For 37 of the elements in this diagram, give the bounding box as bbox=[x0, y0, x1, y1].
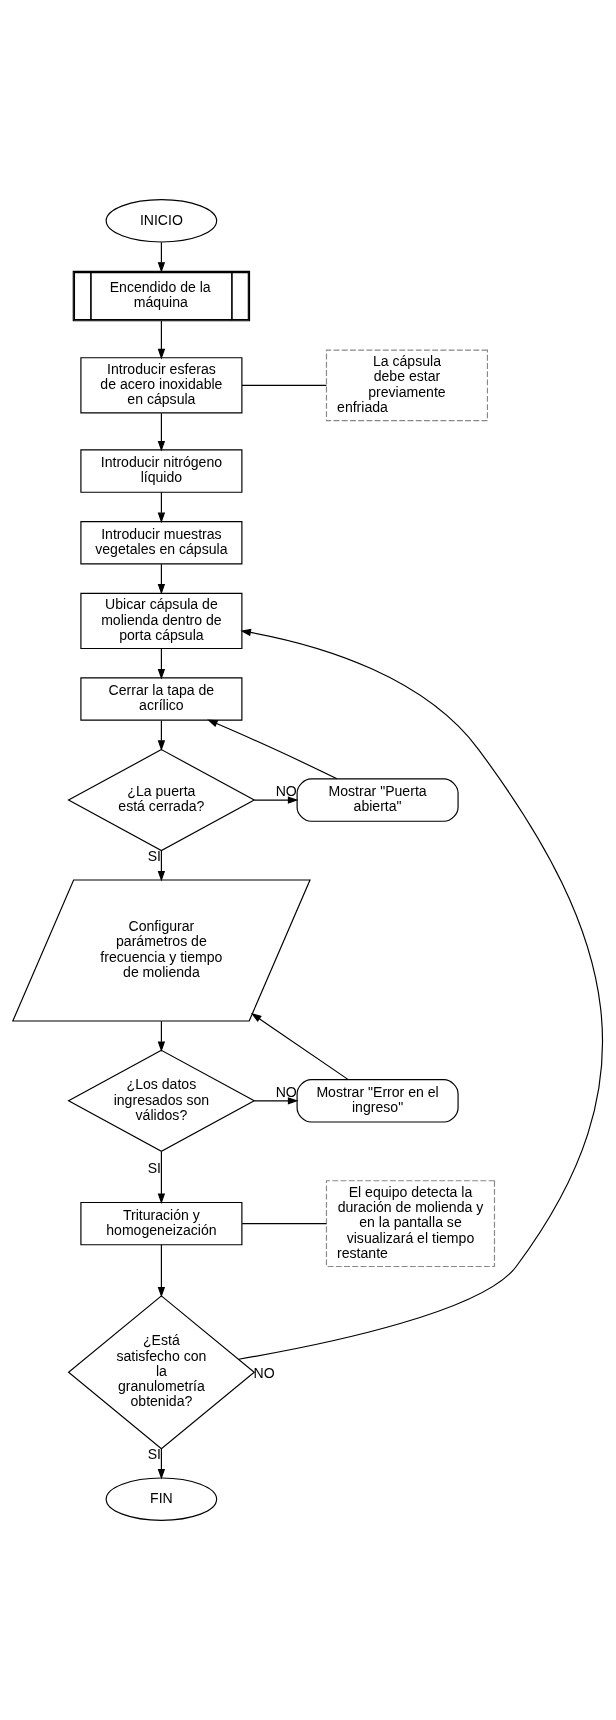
arrow bbox=[157, 1448, 166, 1480]
arrow bbox=[207, 719, 338, 780]
connector bbox=[241, 384, 327, 386]
arrow bbox=[251, 1013, 349, 1081]
arrow bbox=[238, 628, 604, 1360]
node-diamond: ¿La puerta está cerrada? bbox=[67, 748, 256, 852]
edge-label: NO bbox=[275, 1083, 297, 1100]
node-box: Trituración y homogeneización bbox=[80, 1201, 243, 1246]
node-box: Mostrar "Puerta abierta" bbox=[296, 778, 459, 822]
node-box: Introducir esferas de acero inoxidable en cápsula bbox=[80, 357, 243, 414]
edge-label: NO bbox=[275, 783, 297, 800]
arrow bbox=[157, 412, 166, 452]
edge-label: SI bbox=[147, 1159, 162, 1176]
node-box: Mostrar "Error en el ingreso" bbox=[296, 1079, 459, 1123]
node-ellipse: FIN bbox=[105, 1477, 218, 1521]
arrow bbox=[157, 491, 166, 524]
connector bbox=[241, 1223, 327, 1225]
node-box: Cerrar la tapa de acrílico bbox=[80, 677, 243, 721]
arrow bbox=[157, 648, 166, 680]
node-box: Introducir muestras vegetales en cápsula bbox=[80, 521, 243, 565]
node-box: Ubicar cápsula de molienda dentro de porta cápsula bbox=[80, 592, 243, 650]
arrow bbox=[157, 1244, 166, 1298]
arrow bbox=[157, 1020, 166, 1052]
node-box: La cápsula debe estar previamente enfriada bbox=[325, 349, 489, 422]
arrow bbox=[157, 563, 166, 595]
arrow bbox=[157, 320, 166, 360]
node-ellipse: INICIO bbox=[105, 199, 218, 243]
arrow bbox=[157, 1151, 166, 1205]
node-diamond: ¿Los datos ingresados son válidos? bbox=[67, 1049, 256, 1153]
arrow bbox=[253, 1097, 299, 1105]
arrow bbox=[157, 720, 166, 751]
arrow bbox=[157, 850, 166, 882]
node-box: El equipo detecta la duración de molienda y en la pantalla se visualizará el tiempo restante bbox=[325, 1180, 496, 1268]
arrow bbox=[253, 796, 299, 804]
edge-label: NO bbox=[253, 1364, 275, 1381]
node-box: Introducir nitrógeno líquido bbox=[80, 449, 243, 493]
arrow bbox=[157, 241, 166, 273]
